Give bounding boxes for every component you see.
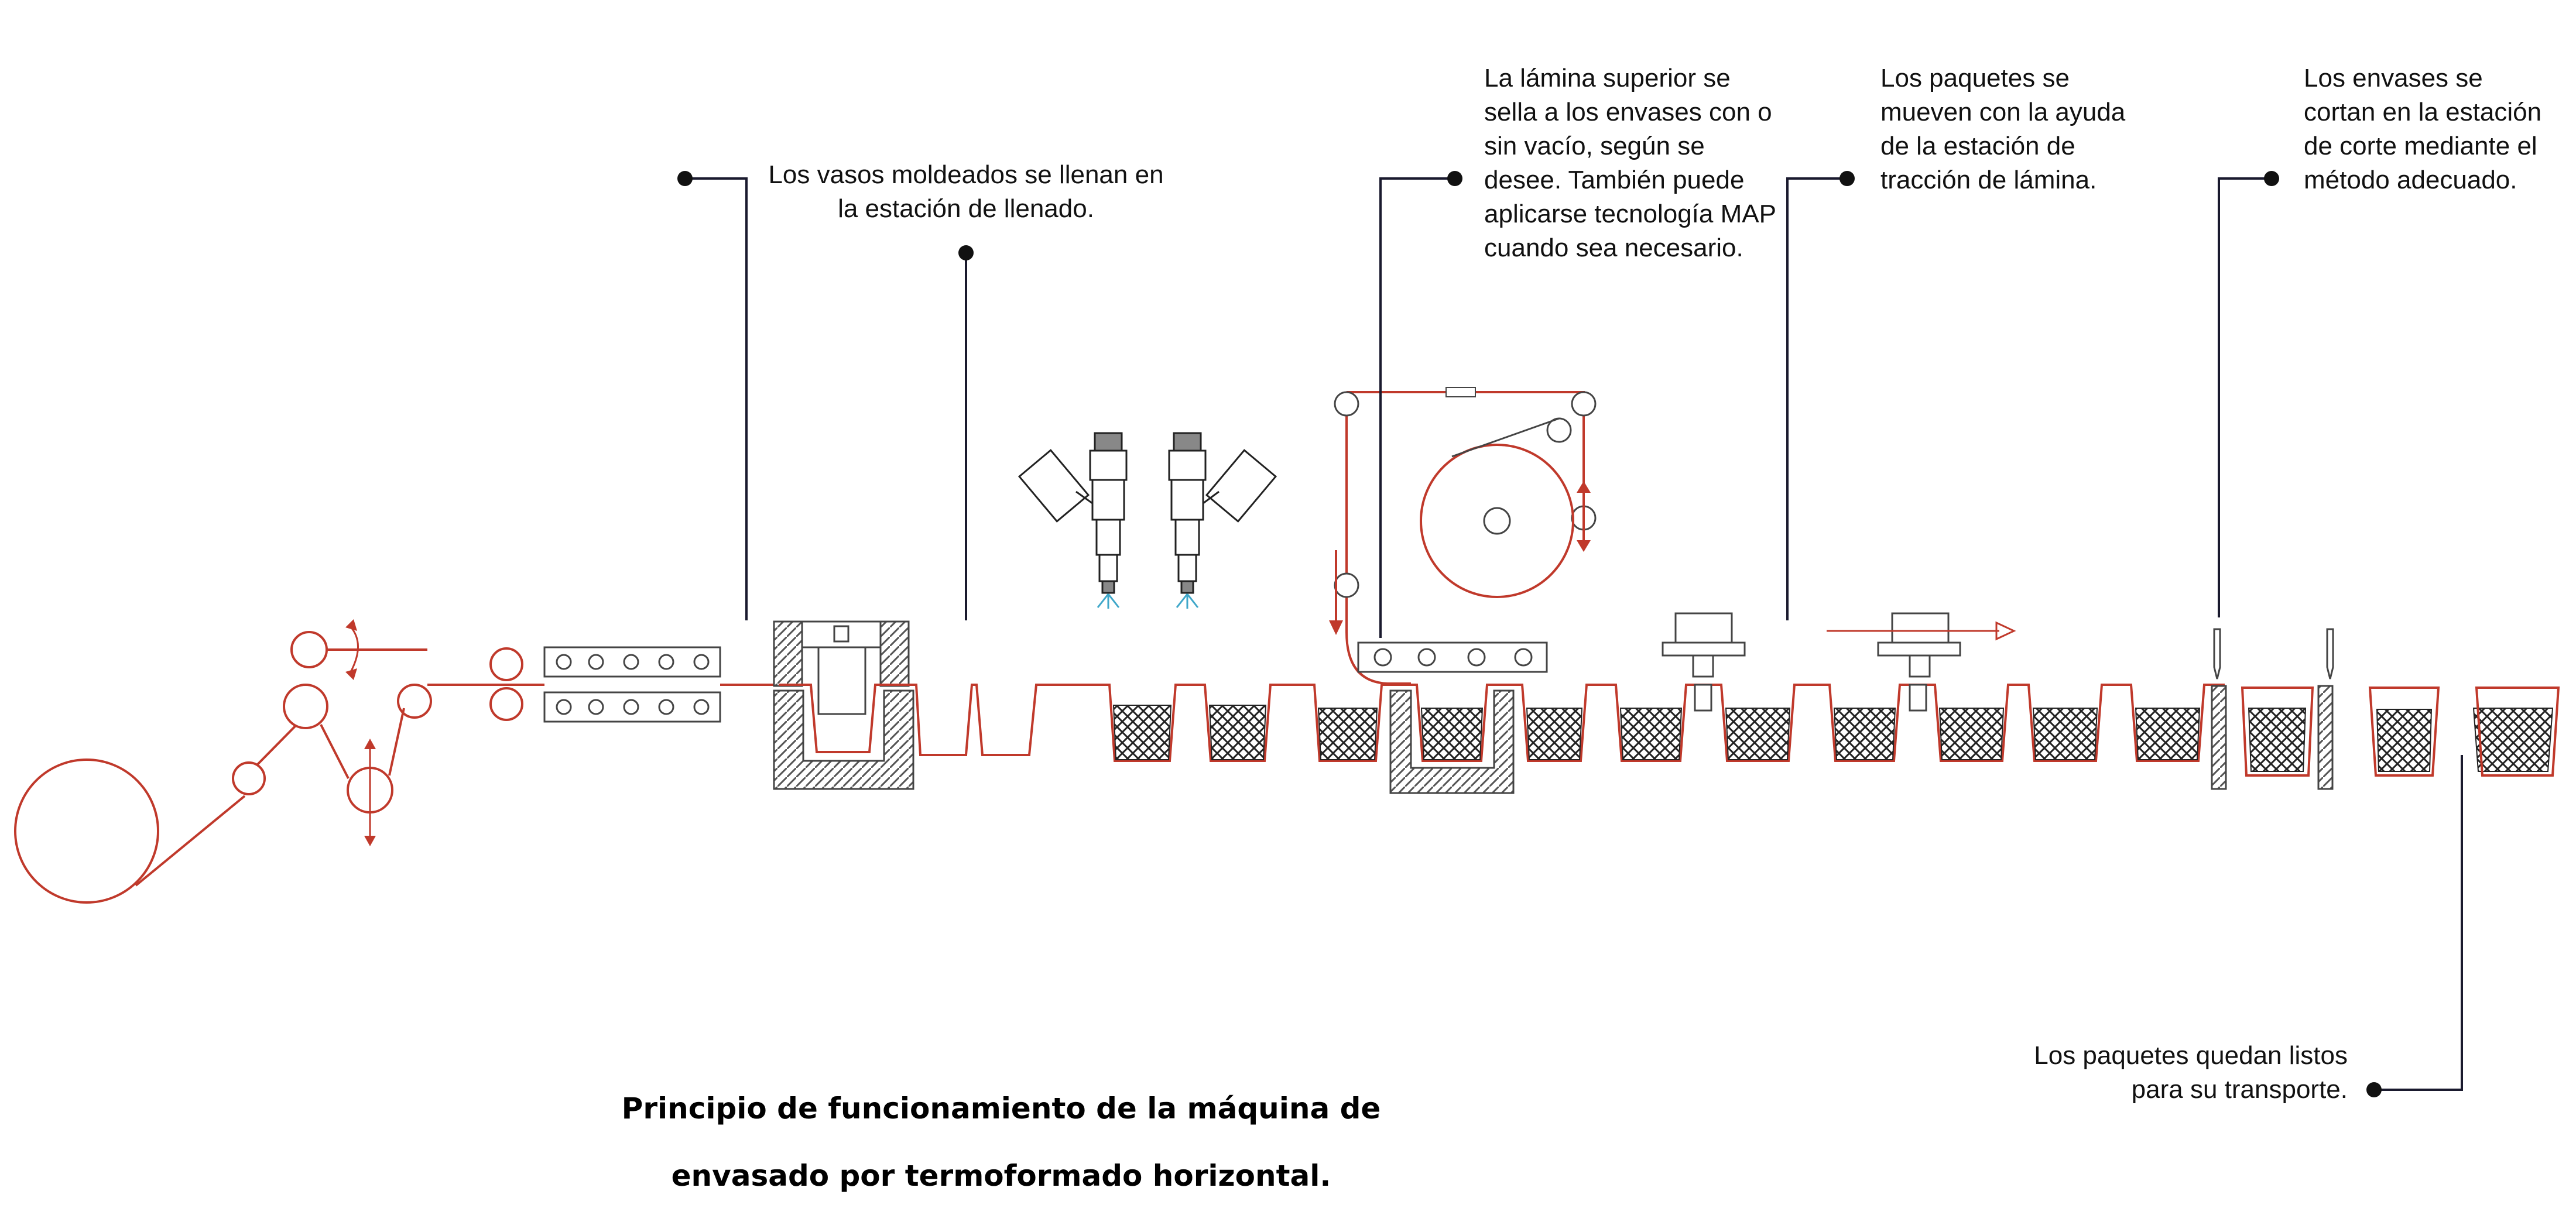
- filled-product-cups: [1112, 705, 2554, 772]
- formed-film-web: [779, 684, 2225, 762]
- transport-direction-arrow: [1827, 621, 2016, 641]
- sealing-station: [1357, 641, 1548, 794]
- filling-valves: [1018, 432, 1277, 594]
- cutting-station-annotation: Los envases se cortan en la estación de …: [2304, 64, 2542, 194]
- heating-plates: [543, 646, 779, 723]
- diagram-title-line-2: envasado por termoformado horizontal.: [671, 1159, 1331, 1193]
- leader-lines: [685, 177, 2463, 1091]
- fill-station-annotation: Los vasos moldeados se llenan en la esta…: [768, 160, 1164, 223]
- film-traction-station: [1662, 612, 1961, 712]
- top-film-unwind: [1329, 387, 1597, 685]
- film-guide-rollers: [427, 647, 544, 721]
- cutting-station: [2211, 628, 2334, 790]
- transport-annotation: Los paquetes quedan listos para su trans…: [2034, 1041, 2348, 1104]
- traction-station-annotation: Los paquetes se mueven con la ayuda de l…: [1880, 64, 2126, 194]
- finished-packages: [2241, 687, 2560, 777]
- seal-station-annotation: La lámina superior se sella a los envase…: [1484, 64, 1776, 262]
- film-unwind-roll: [14, 619, 432, 904]
- forming-station: [773, 620, 914, 790]
- diagram-title-line-1: Principio de funcionamiento de la máquin…: [621, 1092, 1381, 1125]
- product-spray: [1097, 593, 1199, 609]
- leader-dots: [677, 171, 2382, 1097]
